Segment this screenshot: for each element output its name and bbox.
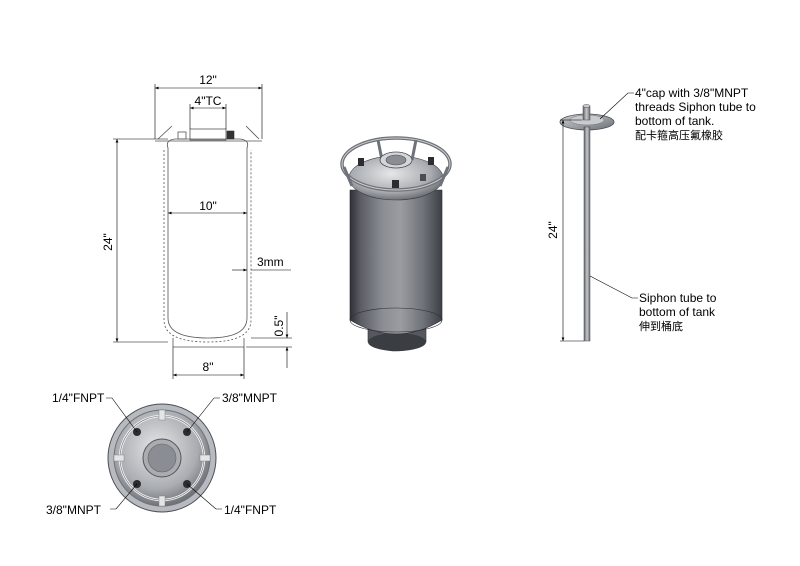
- siphon-nipple: [582, 105, 591, 121]
- dim-tc: 4"TC: [195, 94, 222, 108]
- cap-note-line1: 4"cap with 3/8"MNPT: [635, 86, 749, 100]
- tc-ferrule: [189, 128, 227, 141]
- dim-height: 24": [101, 233, 115, 251]
- cap-note-line3: bottom of tank.: [635, 114, 714, 128]
- port-left: [177, 131, 187, 140]
- dim-width-top: 12": [199, 73, 217, 87]
- cap-note-line2: threads Siphon tube to: [635, 100, 756, 114]
- label-bottom-left: 3/8"MNPT: [46, 503, 102, 517]
- port-right: [226, 130, 235, 140]
- tank-3d-port-3: [392, 180, 399, 188]
- label-top-right: 3/8"MNPT: [222, 391, 278, 405]
- siphon-view: 24" 4"cap with 3/8"MNPT threads Siphon t…: [546, 86, 756, 342]
- label-bottom-right: 1/4"FNPT: [224, 503, 277, 517]
- siphon-tube: [583, 126, 591, 342]
- tube-note-cn: 伸到桶底: [639, 319, 683, 333]
- front-view: 12" 4"TC 10" 24" 3mm 0.5" 8": [101, 73, 292, 379]
- dim-wall: 3mm: [257, 255, 284, 269]
- tank-3d-port-2: [428, 157, 434, 165]
- tank-3d-port-1: [358, 158, 364, 166]
- dim-inner: 10": [199, 199, 217, 213]
- tube-note-line2: bottom of tank: [639, 305, 716, 319]
- dim-base: 8": [203, 360, 214, 374]
- tank-3d-body: [349, 189, 443, 335]
- label-top-left: 1/4"FNPT: [52, 391, 105, 405]
- tank-inner-wall: [163, 150, 252, 343]
- base-feet: [172, 338, 245, 348]
- dim-foot: 0.5": [272, 316, 286, 337]
- top-handle-ring: [155, 125, 262, 142]
- tank-outline: [166, 138, 249, 339]
- cap-note-cn: 配卡箍高压氟橡胶: [635, 128, 723, 142]
- top-view: 1/4"FNPT 3/8"MNPT 3/8"MNPT 1/4"FNPT: [46, 391, 278, 517]
- tube-note-line1: Siphon tube to: [639, 291, 717, 305]
- tank-3d-view: [340, 136, 452, 352]
- siphon-dim-height: 24": [546, 221, 560, 239]
- tank-3d-port-4: [420, 174, 426, 181]
